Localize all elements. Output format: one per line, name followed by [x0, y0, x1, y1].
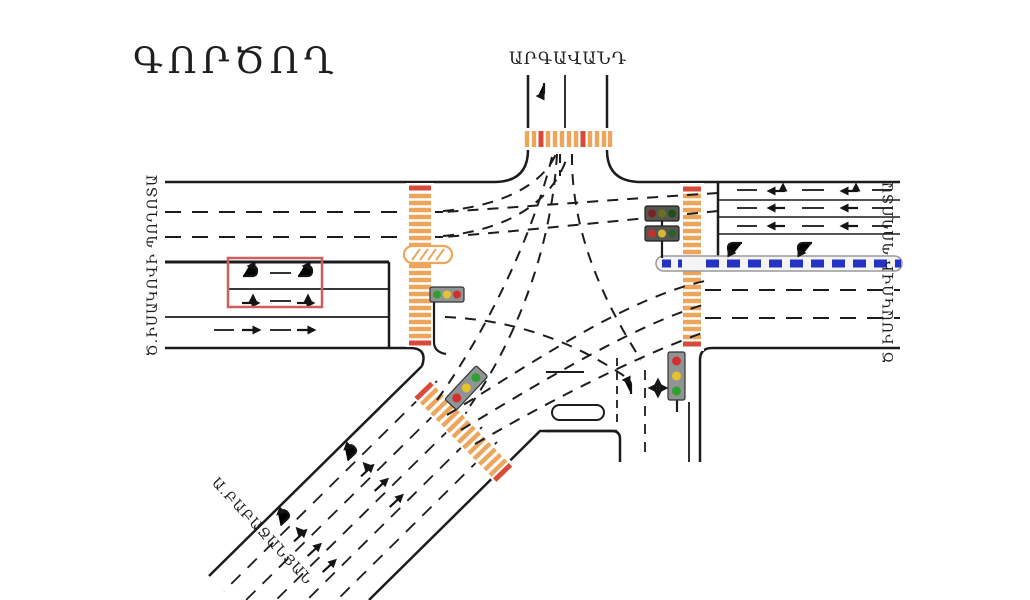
guide-lines	[436, 153, 719, 445]
sw-road-dash-1	[223, 380, 438, 592]
east-road-bottom-edge	[698, 346, 900, 462]
lane-arrow-north-left-turn	[538, 83, 544, 96]
crosswalk-north	[522, 128, 614, 150]
refuge-island	[402, 244, 454, 265]
sw-road-dash-2	[245, 396, 453, 600]
crosswalk-southwest	[411, 378, 515, 484]
lane-arrow-south-left-turn	[624, 380, 631, 394]
lane-arrows	[214, 83, 892, 572]
page-title: ԳՈՐԾՈՂ	[133, 41, 339, 82]
traffic-light-southwest-icon	[445, 365, 488, 410]
north-road-label: ԱՐԳԱՎԱՆԴ	[509, 49, 627, 69]
sw-road-dash-5	[336, 441, 498, 600]
west-road-bottom-edge	[165, 346, 425, 367]
traffic-light-south-icon	[667, 351, 686, 412]
highlight-box	[226, 256, 324, 309]
bus-lane-marking	[655, 255, 903, 272]
north-road-left-edge	[493, 75, 530, 184]
sw-road-dash-4	[306, 426, 483, 600]
north-road-right-edge	[605, 75, 642, 184]
east-road-label: Ծ.ԻՍԱԿՈՎԻ ՊՈՂՈՏԱ	[881, 181, 897, 363]
four-way-arrow-icon	[650, 380, 666, 396]
median-island	[551, 404, 605, 421]
crosswalk-west	[402, 183, 454, 347]
road-geometry	[165, 75, 900, 600]
traffic-light-west-icon	[429, 286, 465, 356]
west-road-label: Ծ.ԻՍԱԿՈՎԻ ՊՈՂՈՏԱ	[145, 174, 161, 356]
lane-arrows-east-approach	[728, 185, 892, 253]
south-road-left-edge	[545, 429, 622, 462]
lane-arrows-west-approach	[214, 266, 314, 330]
sw-road-upper-edge	[208, 365, 423, 577]
traffic-light-east-upper-icon	[644, 205, 680, 258]
